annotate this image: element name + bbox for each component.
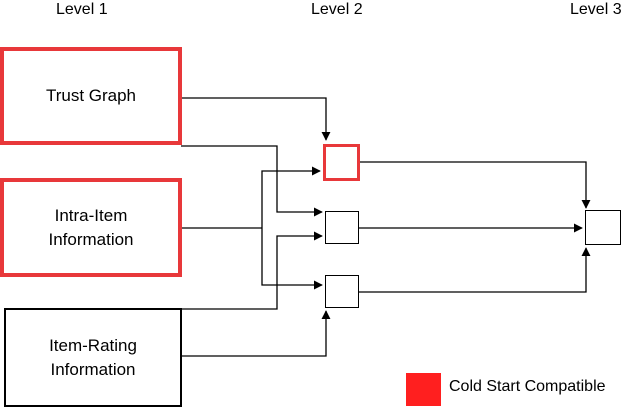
edge-intra-to-l2-top xyxy=(261,166,321,228)
trust-graph-label: Trust Graph xyxy=(45,86,137,105)
level-2-header: Level 2 xyxy=(311,1,363,18)
edge-rating-to-l2-bottom xyxy=(181,310,331,357)
item-rating-information-box: Item-Rating Information xyxy=(4,308,182,407)
edge-trust-to-l2-top xyxy=(181,97,331,141)
level-2-node-middle xyxy=(325,211,359,244)
level-1-header: Level 1 xyxy=(56,1,108,18)
edge-intra-to-l2-bottom xyxy=(261,228,323,290)
item-rating-label: Item-Rating Information xyxy=(49,335,137,379)
level-3-header: Level 3 xyxy=(570,1,622,18)
intra-item-information-box: Intra-Item Information xyxy=(0,178,182,277)
trust-graph-box: Trust Graph xyxy=(0,47,182,145)
edge-l2-bottom-to-l3 xyxy=(358,247,591,293)
intra-item-label: Intra-Item Information xyxy=(48,205,134,249)
level-2-node-top-cold-start xyxy=(323,144,360,181)
edge-l2-top-to-l3 xyxy=(359,161,591,209)
level-2-node-bottom xyxy=(325,275,359,308)
level-3-node xyxy=(585,210,621,245)
legend-label: Cold Start Compatible xyxy=(449,378,606,395)
edge-trust-to-l2-mid xyxy=(181,145,323,217)
edge-rating-to-l2-mid xyxy=(181,231,323,310)
legend-swatch xyxy=(406,373,441,406)
